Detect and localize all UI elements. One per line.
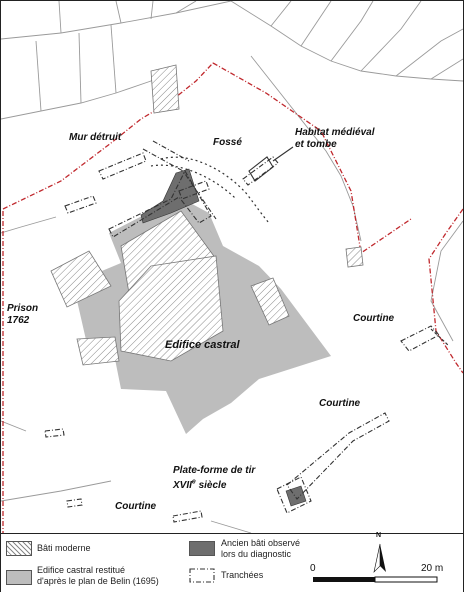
bati-moderne-buildings: [50, 64, 364, 366]
label-habitat-line2: et tombe: [295, 139, 337, 150]
legend-swatch-edifice-restitue: [6, 570, 32, 585]
scale-start-label: 0: [310, 563, 316, 574]
legend-swatch-ancien-bati: [189, 541, 215, 556]
label-courtine-east: Courtine: [353, 313, 395, 324]
label-habitat-medieval: Habitat médiéval et tombe: [295, 127, 374, 151]
fosse-ditch: [150, 156, 270, 224]
legend-swatch-tranchees: [189, 568, 215, 583]
label-prison-line1: Prison: [7, 303, 39, 314]
north-arrow-icon: [373, 543, 386, 573]
cadastral-parcel-lines: [1, 1, 463, 533]
tranchees: [44, 140, 440, 523]
label-mur-detruit: Mur détruit: [69, 132, 122, 143]
north-label: N: [376, 532, 382, 539]
label-edifice-castral: Edifice castral: [165, 339, 240, 351]
label-courtine-south: Courtine: [319, 398, 361, 409]
label-prison-line2: 1762: [7, 315, 30, 326]
map-legend: Bâti moderne Edifice castral restitué d'…: [1, 532, 463, 592]
courtine-east-segment: [430, 328, 450, 347]
label-habitat-line1: Habitat médiéval: [295, 127, 375, 138]
scale-bar: [313, 576, 438, 583]
label-courtine-southwest: Courtine: [115, 501, 157, 512]
legend-swatch-bati-moderne: [6, 541, 32, 556]
label-plateforme-de-tir: Plate-forme de tir XVIIe siècle: [173, 465, 255, 492]
legend-label-bati-moderne: Bâti moderne: [37, 543, 91, 553]
label-plateforme-line2: XVIIe siècle: [173, 479, 227, 492]
legend-label-edifice-restitue: Edifice castral restitué d'après le plan…: [37, 565, 159, 586]
habitat-medieval-trench: [248, 146, 294, 182]
label-plateforme-line1: Plate-forme de tir: [173, 465, 256, 476]
scale-end-label: 20 m: [421, 563, 444, 574]
legend-label-tranchees: Tranchées: [221, 570, 264, 580]
legend-label-ancien-bati: Ancien bâti observé lors du diagnostic: [221, 538, 301, 559]
site-boundary: [2, 62, 463, 533]
site-map: [1, 1, 463, 533]
label-prison: Prison 1762: [7, 303, 38, 327]
label-fosse: Fossé: [213, 137, 242, 148]
